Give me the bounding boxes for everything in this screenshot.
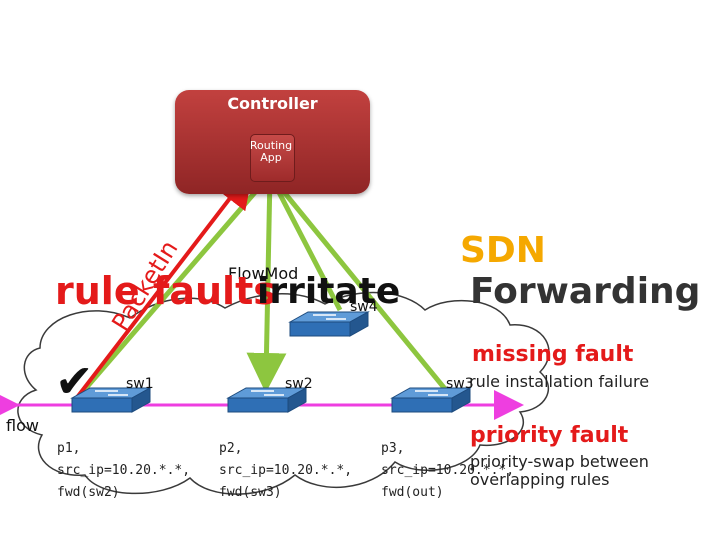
switch-sw2-label: sw2 [285, 376, 313, 392]
sw2-rule-match: src_ip=10.20.*.*, [219, 463, 353, 478]
flowmod-link-sw2 [246, 174, 287, 393]
sw3-rule-action: fwd(out) [381, 485, 444, 500]
packetin-arrow [73, 167, 254, 402]
priority-fault-description: priority-swap between overlapping rules [470, 452, 649, 489]
sw2-rule: p2, src_ip=10.20.*.*, fwd(sw3) [219, 438, 352, 504]
priority-fault-title: priority fault [470, 423, 629, 448]
routing-app-label: Routing App [249, 139, 293, 164]
switch-sw1-icon [70, 387, 152, 413]
switch-sw1-label: sw1 [126, 376, 154, 392]
sw1-rule-port: p1, [57, 441, 81, 456]
flowmod-label: FlowMod [228, 264, 299, 283]
sw1-rule-match: src_ip=10.20.*.*, [57, 463, 191, 478]
sw1-rule: p1, src_ip=10.20.*.*, fwd(sw2) [57, 438, 190, 504]
flowmod-link-sw3 [268, 173, 452, 397]
switch-sw4-label: sw4 [350, 299, 378, 315]
sw2-rule-action: fwd(sw3) [219, 485, 282, 500]
missing-fault-title: missing fault [472, 342, 634, 367]
sw1-rule-action: fwd(sw2) [57, 485, 120, 500]
flow-label: flow [6, 416, 39, 435]
switch-sw2-icon [226, 387, 308, 413]
sw3-rule: p3, src_ip=10.20.*.*, fwd(out) [381, 438, 514, 504]
routing-app-box [250, 134, 295, 182]
check-mark-icon: ✔ [55, 354, 94, 408]
forwarding-heading: Forwarding [470, 271, 701, 312]
switch-sw3-icon [390, 387, 472, 413]
irritate-text: irritate [257, 271, 401, 312]
switch-sw3-label: sw3 [446, 376, 474, 392]
switch-sw4-icon [288, 311, 370, 337]
rule-faults-text: rule faults [55, 269, 276, 313]
flowmod-link-sw4 [267, 173, 343, 312]
sdn-heading: SDN [460, 230, 546, 271]
sw2-rule-port: p2, [219, 441, 243, 456]
sw3-rule-port: p3, [381, 441, 405, 456]
sw3-rule-match: src_ip=10.20.*.*, [381, 463, 515, 478]
flowmod-link-sw1 [78, 173, 272, 397]
missing-fault-description: rule installation failure [469, 372, 650, 391]
controller-title: Controller [227, 94, 318, 113]
